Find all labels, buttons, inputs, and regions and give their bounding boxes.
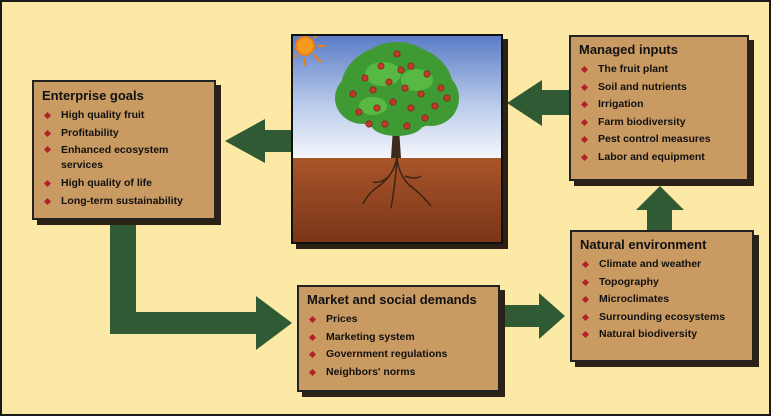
- list-item: Enhanced ecosystem services: [42, 142, 206, 175]
- list-item: Irrigation: [579, 96, 739, 114]
- arrow-environment-to-inputs: [636, 186, 684, 230]
- list-item: Topography: [580, 274, 744, 292]
- list-item: Long-term sustainability: [42, 193, 206, 211]
- list-item: Profitability: [42, 125, 206, 143]
- managed-inputs-box: Managed inputs The fruit plant Soil and …: [569, 35, 749, 181]
- list-item: Surrounding ecosystems: [580, 309, 744, 327]
- enterprise-goals-list: High quality fruit Profitability Enhance…: [42, 107, 206, 210]
- list-item: Pest control measures: [579, 131, 739, 149]
- natural-environment-list: Climate and weather Topography Microclim…: [580, 256, 744, 344]
- list-item: Natural biodiversity: [580, 326, 744, 344]
- list-item: High quality fruit: [42, 107, 206, 125]
- enterprise-goals-title: Enterprise goals: [42, 88, 144, 103]
- market-social-demands-box: Market and social demands Prices Marketi…: [297, 285, 500, 392]
- list-item: Microclimates: [580, 291, 744, 309]
- managed-inputs-title: Managed inputs: [579, 42, 678, 57]
- list-item: Marketing system: [307, 329, 490, 347]
- arrow-goals-to-market: [110, 224, 292, 350]
- list-item: Farm biodiversity: [579, 114, 739, 132]
- soil: [293, 158, 501, 242]
- arrow-inputs-to-plant: [507, 80, 569, 126]
- list-item: High quality of life: [42, 175, 206, 193]
- arrow-market-to-environment: [504, 293, 565, 339]
- list-item: Labor and equipment: [579, 149, 739, 167]
- market-social-demands-title: Market and social demands: [307, 292, 477, 307]
- list-item: Climate and weather: [580, 256, 744, 274]
- list-item: Soil and nutrients: [579, 79, 739, 97]
- natural-environment-title: Natural environment: [580, 237, 707, 252]
- arrow-plant-to-goals: [225, 119, 291, 163]
- fruit: [349, 50, 451, 130]
- list-item: Neighbors' norms: [307, 364, 490, 382]
- list-item: Government regulations: [307, 346, 490, 364]
- list-item: Prices: [307, 311, 490, 329]
- enterprise-goals-box: Enterprise goals High quality fruit Prof…: [32, 80, 216, 220]
- fruit-tree-illustration: [289, 30, 503, 244]
- natural-environment-box: Natural environment Climate and weather …: [570, 230, 754, 362]
- market-social-demands-list: Prices Marketing system Government regul…: [307, 311, 490, 381]
- managed-inputs-list: The fruit plant Soil and nutrients Irrig…: [579, 61, 739, 166]
- list-item: The fruit plant: [579, 61, 739, 79]
- tree-roots: [362, 157, 432, 209]
